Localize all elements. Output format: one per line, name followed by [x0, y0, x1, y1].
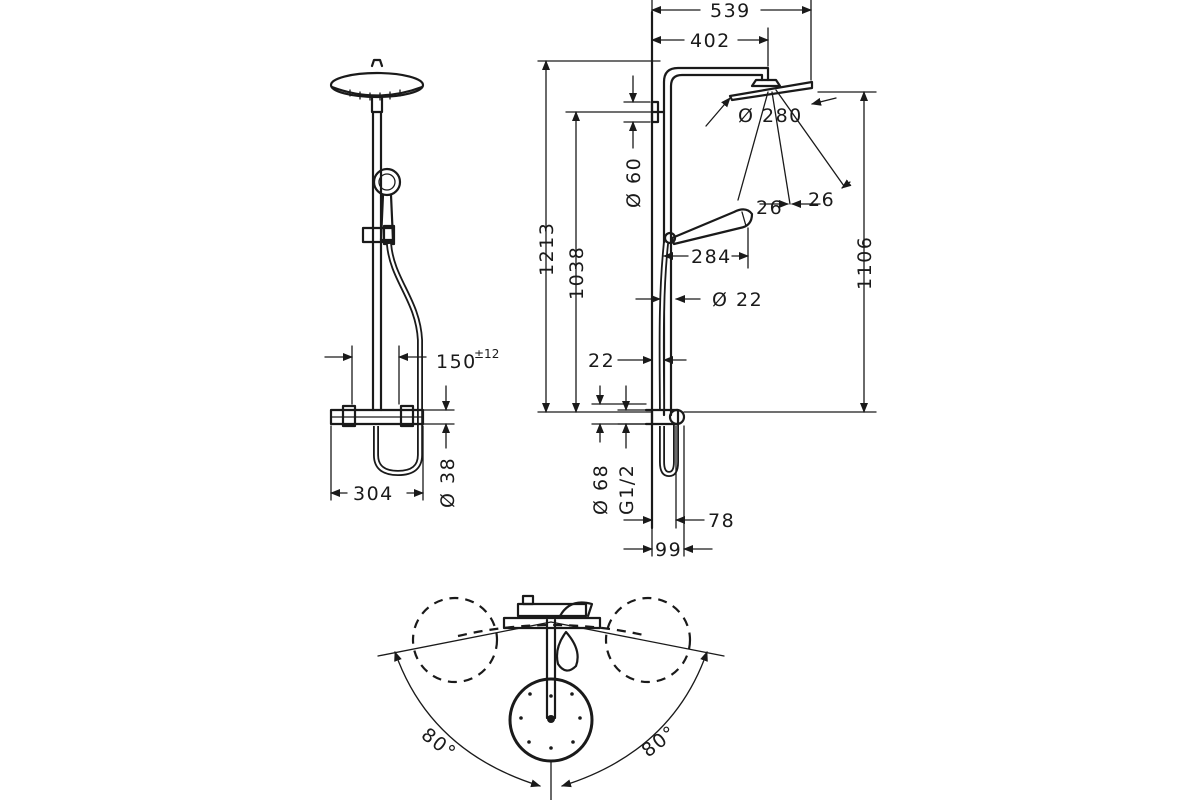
dim-overall-height: 1213: [536, 222, 558, 276]
swivel-position-left: [411, 596, 499, 684]
overhead-shower-front: [329, 58, 425, 114]
dim-angle-1: 26: [756, 197, 783, 219]
hand-shower-front: [372, 167, 402, 242]
dim-mixer-width: 304: [353, 483, 394, 505]
dim-swivel-left: 80°: [417, 724, 461, 765]
dim-head-reach: 402: [690, 30, 731, 52]
dim-projection-1: 78: [708, 510, 735, 532]
dim-escutcheon: Ø 68: [590, 464, 612, 515]
overhead-shower-top: [508, 677, 594, 763]
dim-projection-2: 99: [655, 539, 682, 561]
dim-pipe-diameter: Ø 22: [712, 289, 763, 311]
side-view: 539 402 Ø 280 26 26 1213 1038 Ø 60: [536, 0, 877, 561]
dim-head-diameter: Ø 280: [738, 105, 803, 127]
overhead-shower-side: [728, 78, 814, 102]
thermostat-front: [329, 404, 425, 428]
dim-swivel-right: 80°: [638, 721, 682, 762]
dim-centres-tolerance: ±12: [474, 347, 499, 361]
mixer-top: [502, 594, 602, 630]
hand-shower-side: [663, 208, 754, 246]
dim-rail-height: 1038: [566, 246, 588, 300]
dim-centres: 150: [436, 351, 477, 373]
front-view: 304 150 ±12 Ø 38: [324, 58, 499, 508]
dim-head-height: 1106: [854, 236, 876, 290]
swivel-position-right: [604, 596, 692, 684]
dim-width-top: 539: [710, 0, 751, 22]
dim-wall-bracket: Ø 60: [623, 157, 645, 208]
dim-rail-diameter: Ø 38: [437, 457, 459, 508]
handshower-top: [555, 630, 579, 672]
dim-angle-2: 26: [808, 189, 835, 211]
dim-handshower-reach: 284: [691, 246, 732, 268]
top-view: 80° 80°: [377, 594, 725, 800]
dim-thread: G1/2: [616, 464, 638, 515]
dim-wall-gap: 22: [588, 350, 615, 372]
